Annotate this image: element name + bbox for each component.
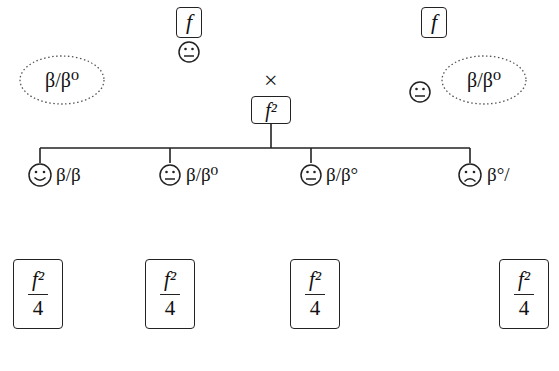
cross-sign: ×: [264, 67, 278, 93]
genotype-circle: β/β⁰: [19, 55, 105, 105]
fraction-denominator: 4: [165, 295, 176, 320]
face-neutral: [301, 165, 321, 185]
face-neutral: [410, 82, 430, 102]
fraction-box: f²4: [145, 259, 195, 329]
face-sad: [459, 164, 481, 186]
node-text: f: [186, 10, 192, 34]
parent-fitness-box: f: [176, 7, 202, 38]
genotype-circle: β/β⁰: [441, 55, 527, 105]
parent-fitness-box: f: [421, 7, 447, 38]
fraction-numerator: f²: [305, 268, 325, 294]
dotted-outline: [442, 56, 526, 104]
node-text: f: [431, 10, 437, 34]
fraction-denominator: 4: [519, 295, 530, 320]
genotype-label: β/β: [56, 165, 81, 186]
node-text: β/β⁰: [467, 69, 501, 91]
fraction-box: f²4: [499, 259, 549, 329]
genotype-label: β°/: [487, 165, 510, 186]
offspring-fitness-box: f²: [251, 96, 291, 124]
face-happy: [29, 164, 51, 186]
dotted-outline: [20, 56, 104, 104]
tree-lines: [40, 124, 470, 163]
fraction-box: f²4: [13, 259, 63, 329]
face-neutral: [179, 42, 199, 62]
genotype-label: β/β°: [326, 165, 358, 186]
face-neutral: [160, 165, 180, 185]
genotype-label: β/β⁰: [186, 165, 218, 186]
fraction-numerator: f²: [514, 268, 534, 294]
fraction-denominator: 4: [310, 295, 321, 320]
fraction-numerator: f²: [160, 268, 180, 294]
fraction-denominator: 4: [33, 295, 44, 320]
fraction-numerator: f²: [28, 268, 48, 294]
node-text: f²: [265, 99, 277, 121]
node-text: β/β⁰: [45, 69, 79, 91]
fraction-box: f²4: [290, 259, 340, 329]
